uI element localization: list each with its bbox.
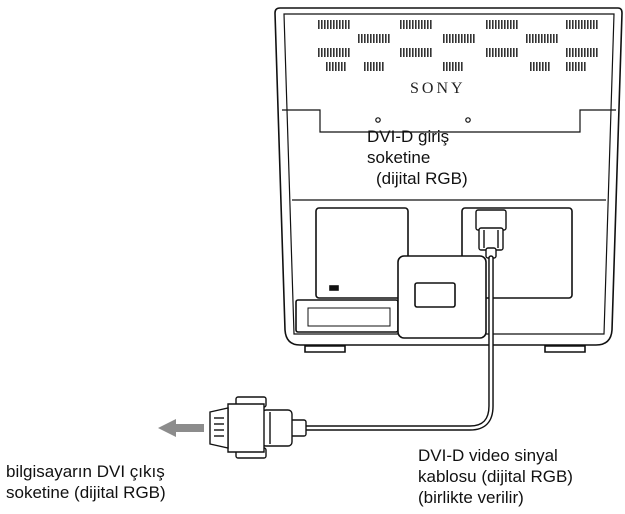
connector-plug [209,407,229,449]
vent-block [566,48,598,57]
upper-panel-line [282,109,616,133]
connector-hood [261,409,293,447]
bottom-tray [295,299,399,333]
foot-right [544,345,586,353]
computer-side-connector [209,396,307,459]
monitor-connector-shell [475,209,507,231]
foot-left [304,345,346,353]
vent-block [326,62,346,71]
computer-output-line-2: soketine (dijital RGB) [6,483,166,502]
brand-logo: SONY [410,80,466,97]
right-port-cover [461,207,573,299]
cable-line-2: kablosu (dijital RGB) [418,467,573,486]
vent-block [443,34,475,43]
vent-block [364,62,384,71]
vent-grille [318,20,598,71]
monitor-side-connector [475,209,507,259]
monitor-connector-body [478,227,504,251]
vent-block [358,34,390,43]
monitor-inner-outline [283,13,615,335]
cable-boot [397,255,487,339]
cable-boot-window [414,282,456,308]
vent-block [318,48,350,57]
computer-output-line-1: bilgisayarın DVI çıkış [6,462,165,481]
monitor-rear [274,7,623,353]
vent-block [400,20,432,29]
monitor-outline [274,7,623,346]
left-port-cover [315,207,409,299]
dvi-cable-core [301,256,493,430]
mount-hole-right [465,117,471,123]
vent-block [318,20,350,29]
input-socket-line-2: soketine [367,148,431,167]
mounting-holes [375,117,471,123]
vent-block [566,20,598,29]
bottom-tray-inner [307,307,391,327]
input-socket-line-1: DVI-D giriş [367,127,450,146]
connector-flange [227,403,265,453]
vent-block [530,62,550,71]
vent-block [526,34,558,43]
vent-block [400,48,432,57]
mount-hole-left [375,117,381,123]
cable-line-3: (birlikte verilir) [418,488,524,507]
vent-block [443,62,463,71]
vent-block [566,62,586,71]
input-socket-line-3: (dijital RGB) [376,169,468,188]
vent-block [486,20,518,29]
cable-line-1: DVI-D video sinyal [418,446,558,465]
left-arrow-icon [158,419,204,437]
indicator-slot [329,285,339,291]
vent-block [486,48,518,57]
